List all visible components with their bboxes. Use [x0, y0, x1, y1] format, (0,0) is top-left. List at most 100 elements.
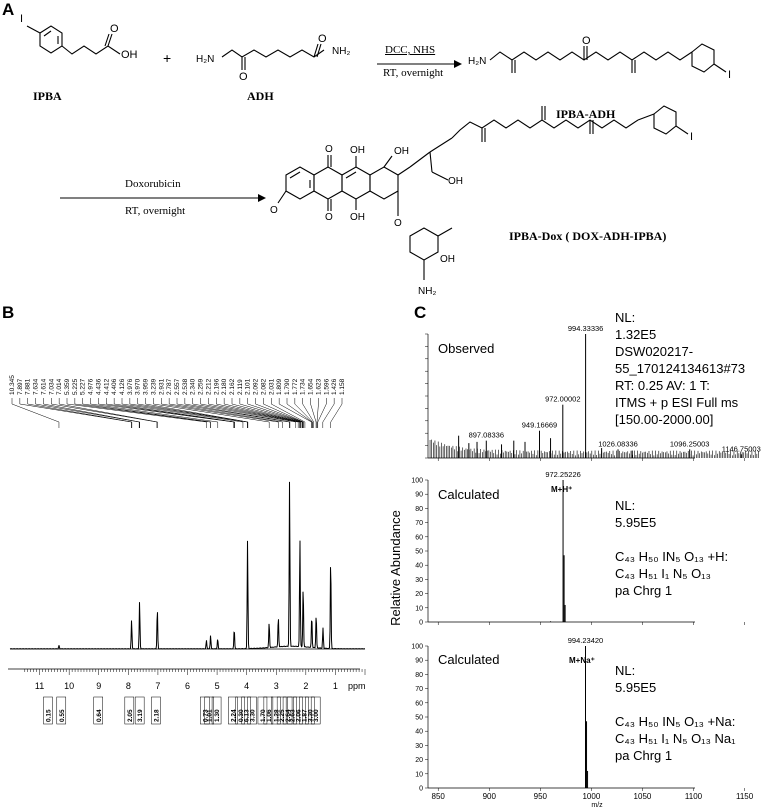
product-benzene-ring	[653, 105, 677, 135]
nmr-peak-leader	[11, 398, 60, 428]
nmr-tick-label: 3	[274, 681, 279, 691]
ms-observed-info-line: [150.00-2000.00]	[615, 412, 714, 427]
atom-oh-sugar: OH	[440, 254, 455, 265]
nmr-peak-leader	[310, 398, 317, 428]
ms-calc-h-label: Calculated	[438, 487, 500, 502]
nmr-integral-box	[241, 696, 251, 725]
nmr-peak-leader	[271, 398, 306, 428]
ms-y-tick-label: 50	[415, 549, 423, 556]
ms-y-tick-label: 0	[419, 620, 423, 627]
ms-y-tick-label: 50	[415, 715, 423, 722]
nmr-peak-label: 7.634	[33, 378, 40, 395]
nmr-peak-leader	[316, 398, 319, 428]
atom-o-adh-2: O	[239, 71, 248, 83]
ms-calc-na-info: NL: 5.95E5 C₄₃ H₅₀ IN₅ O₁₃ +Na: C₄₃ H₅₁ …	[615, 662, 735, 764]
ms-observed-info-line: NL:	[615, 310, 636, 325]
nmr-integral-value: 0.64	[96, 709, 103, 722]
nmr-integral-value: 1.06	[266, 709, 273, 722]
nmr-peak-leader	[66, 398, 207, 428]
step2-reagent: Doxorubicin	[125, 178, 181, 190]
atom-o-dox2: O	[325, 212, 333, 223]
nmr-peak-label: 2.538	[182, 378, 189, 395]
ms-observed-info: NL: 1.32E5 DSW020217- 55_170124134613#73…	[615, 309, 745, 428]
ms-calc-na-charge: pa Chrg 1	[615, 748, 673, 763]
product-label: IPBA-Dox ( DOX-ADH-IPBA)	[509, 229, 667, 243]
ms-observed-info-line: ITMS + p ESI Full ms	[615, 395, 739, 410]
nmr-peak-leader	[153, 398, 270, 428]
ms-observed-label: Observed	[438, 341, 495, 356]
nmr-peak-leader	[294, 398, 313, 428]
ms-x-tick-label: 950	[534, 792, 548, 801]
nmr-peak-leader	[121, 398, 244, 428]
nmr-integral-value: 2.18	[153, 709, 160, 722]
nmr-peak-leader	[82, 398, 211, 428]
ms-y-tick-label: 20	[415, 591, 423, 598]
nmr-peak-label: 4.126	[119, 378, 126, 395]
ms-calc-na-formula: C₄₃ H₅₀ IN₅ O₁₃ +Na:	[615, 714, 736, 729]
nmr-peak-label: 2.259	[198, 378, 205, 395]
nmr-peak-label: 1.426	[331, 378, 338, 395]
adh-label: ADH	[247, 89, 274, 103]
reaction-scheme: I OH O H₂N O O NH₂ H₂N I O O O OH OH O O…	[20, 13, 731, 297]
nmr-integral-box	[276, 696, 287, 725]
nmr-peak-label: 1.623	[315, 378, 322, 395]
ms-calc-na-label: Calculated	[438, 652, 500, 667]
ms-peak-label: 1026.08336	[598, 439, 638, 448]
nmr-peak-leader	[278, 398, 312, 428]
nmr-peak-label: 4.436	[95, 378, 102, 395]
ms-observed-info-line: DSW020217-	[615, 344, 694, 359]
ms-y-tick-label: 40	[415, 563, 423, 570]
ms-x-tick-label: 850	[432, 792, 446, 801]
nmr-peak-label: 5.359	[64, 378, 71, 395]
nmr-peak-label: 7.014	[56, 378, 63, 395]
nmr-peak-leader	[145, 398, 249, 428]
ms-y-axis-label: Relative Abundance	[388, 510, 403, 626]
nmr-integral-box	[299, 696, 309, 725]
atom-nh2-sugar: NH₂	[418, 286, 436, 297]
nmr-x-unit: ppm	[348, 681, 366, 691]
nmr-peak-label: 7.034	[48, 378, 55, 395]
ms-observed-info-line: 55_170124134613#73	[615, 361, 746, 376]
atom-iodine-product1: I	[728, 69, 731, 81]
ms-calc-h-formula: C₄₃ H₅₀ IN₅ O₁₃ +H:	[615, 549, 729, 564]
ms-x-tick-label: 1150	[736, 792, 754, 801]
ms-y-tick-label: 60	[415, 700, 423, 707]
ms-y-tick-label: 10	[415, 771, 423, 778]
ms-peak-label: 1146.75003	[722, 444, 761, 453]
nmr-integral-box	[211, 696, 222, 725]
panel-label-c: C	[414, 303, 427, 322]
nmr-peak-leader	[200, 398, 299, 428]
ms-peak-label: 1096.25003	[670, 439, 710, 448]
dox-ring-b	[313, 166, 343, 200]
nmr-tick-label: 11	[35, 681, 44, 691]
nmr-peak-leader	[19, 398, 132, 428]
nmr-peak-label: 1.654	[308, 378, 315, 395]
ms-peak-label: 972.00002	[545, 395, 580, 404]
nmr-peak-label: 2.557	[174, 378, 181, 395]
nmr-integral-value: 2.06	[295, 709, 302, 722]
nmr-peak-label: 2.787	[166, 378, 173, 395]
nmr-peak-leader	[176, 398, 290, 428]
nmr-peak-leader	[113, 398, 235, 428]
nmr-integral-box	[204, 696, 214, 725]
nmr-peak-leader	[43, 398, 141, 428]
nmr-peak-leader	[231, 398, 302, 428]
nmr-peak-label: 1.790	[284, 378, 291, 395]
ms-x-tick-label: 1050	[634, 792, 652, 801]
nmr-peak-label: 2.082	[260, 378, 267, 395]
nmr-peak-label: 2.212	[205, 378, 212, 395]
atom-o-ipba: O	[110, 23, 119, 35]
nmr-peak-leader	[317, 398, 327, 428]
nmr-tick-label: 1	[333, 681, 338, 691]
nmr-peak-label: 7.897	[17, 378, 24, 395]
atom-oh-dox2: OH	[350, 212, 365, 223]
nmr-integral-value: 3.30	[307, 709, 314, 722]
nmr-integral-value: 6.13	[244, 709, 251, 722]
nmr-peak-leader	[223, 398, 301, 428]
ms-y-tick-label: 20	[415, 757, 423, 764]
nmr-integral-value: 2.24	[230, 709, 237, 722]
nmr-peak-leader	[322, 398, 335, 428]
nmr-integral-box	[271, 696, 281, 725]
ms-y-tick-label: 80	[415, 506, 423, 513]
